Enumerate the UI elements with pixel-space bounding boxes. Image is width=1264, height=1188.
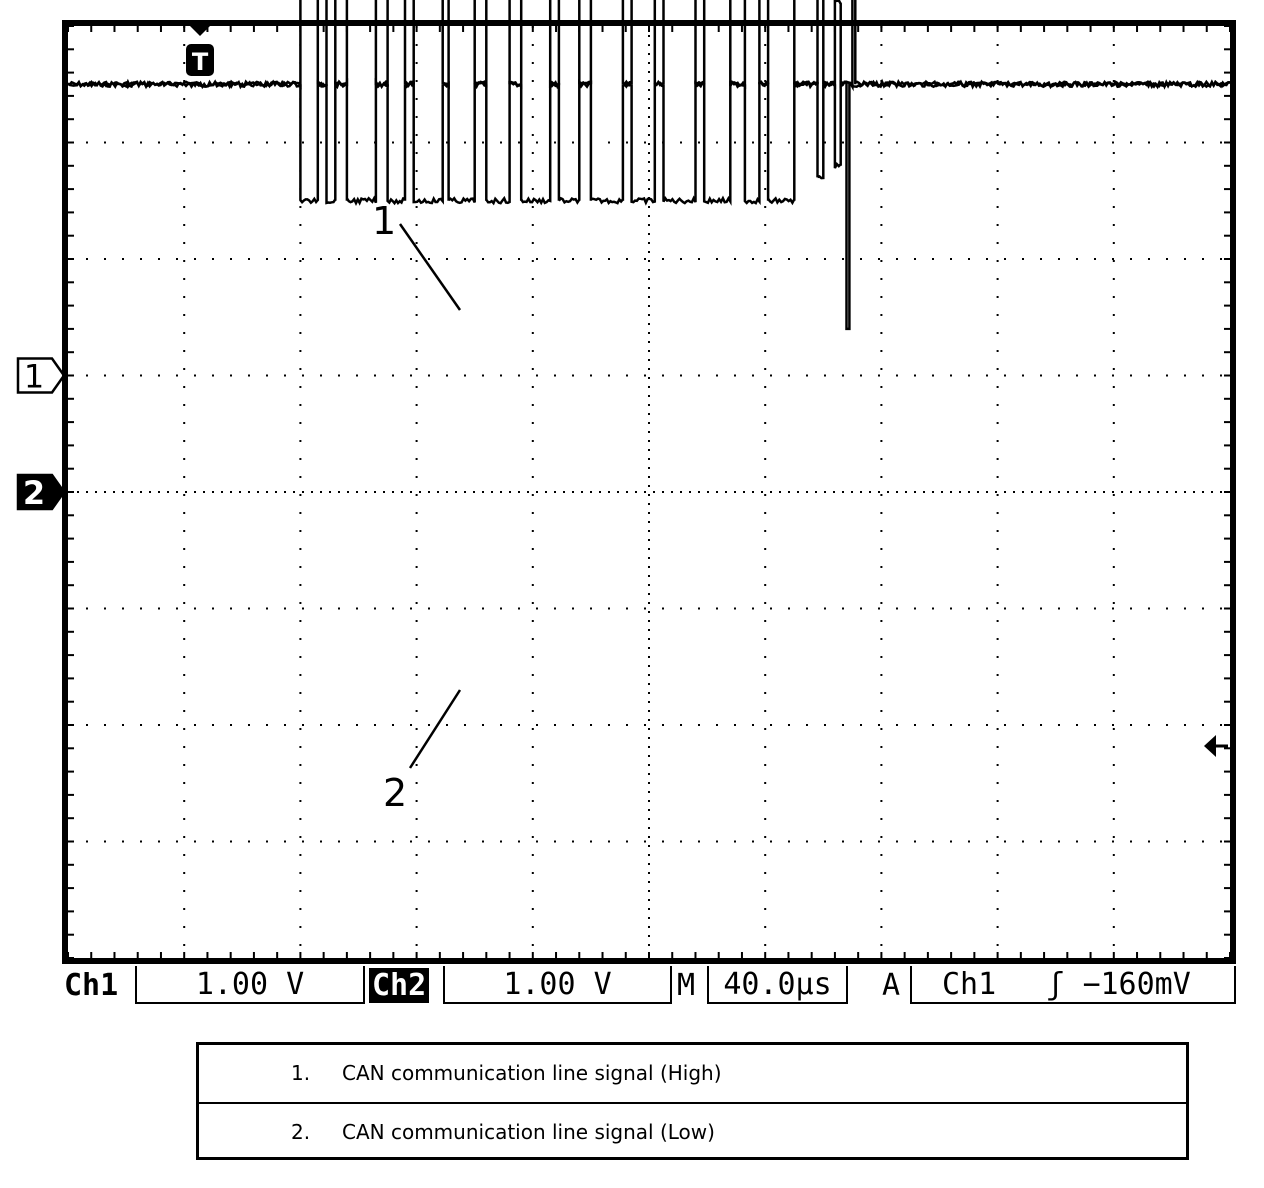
trigger-position-marker: T [186,26,214,76]
ch1-label: Ch1 [64,968,119,1003]
oscilloscope-chart: 1 2 T 1 2 [16,0,1236,964]
rising-edge-icon: ʃ [1046,967,1065,1002]
trigger-level-arrow-icon [1204,735,1228,757]
channel-1-marker: 1 [16,357,66,396]
ch1-scale: 1.00 V [135,966,365,1004]
callout-2-label: 2 [383,771,407,815]
trigger-badge [186,44,214,76]
channel-marker-shape [16,473,66,511]
callout-2-leader [408,689,462,769]
legend-text: CAN communication line signal (Low) [342,1120,715,1144]
trigger-source: Ch1 [942,967,997,1002]
channel-2-marker: 2 [16,473,66,512]
channel-marker-label: 2 [23,474,45,512]
time-scale: 40.0µs [707,966,848,1004]
trigger-letter: T [192,48,209,76]
arrow-head [1204,735,1216,757]
trigger-readout: Ch1 ʃ −160mV [910,966,1236,1004]
markers: 1 2 T 1 2 [16,26,1228,815]
trigger-pointer-icon [190,26,210,36]
legend-row: 1. CAN communication line signal (High) [199,1045,1186,1102]
legend-text: CAN communication line signal (High) [342,1061,722,1085]
legend-table: 1. CAN communication line signal (High) … [196,1042,1189,1160]
legend-number: 2. [291,1120,311,1144]
legend-row: 2. CAN communication line signal (Low) [199,1102,1186,1161]
ch2-scale: 1.00 V [443,966,672,1004]
callout-1-leader [398,223,462,311]
grid [67,25,1231,959]
ch2-label: Ch2 [369,968,430,1003]
trigger-level: −160mV [1082,967,1191,1002]
trace-ch1 [67,0,1230,92]
channel-marker-label: 1 [24,358,44,396]
status-bar: Ch1 1.00 V Ch2 1.00 V M 40.0µs A Ch1 ʃ −… [0,966,1264,1010]
callout-2: 2 [383,689,462,815]
time-label: M [677,968,696,1003]
traces [67,0,1231,331]
channel-marker-shape [16,357,66,394]
trigger-label: A [882,968,901,1003]
plot-frame [62,20,1236,964]
trace-ch2 [67,77,1231,331]
callout-1: 1 [372,199,462,311]
callout-1-label: 1 [372,199,396,243]
legend-number: 1. [291,1061,311,1085]
